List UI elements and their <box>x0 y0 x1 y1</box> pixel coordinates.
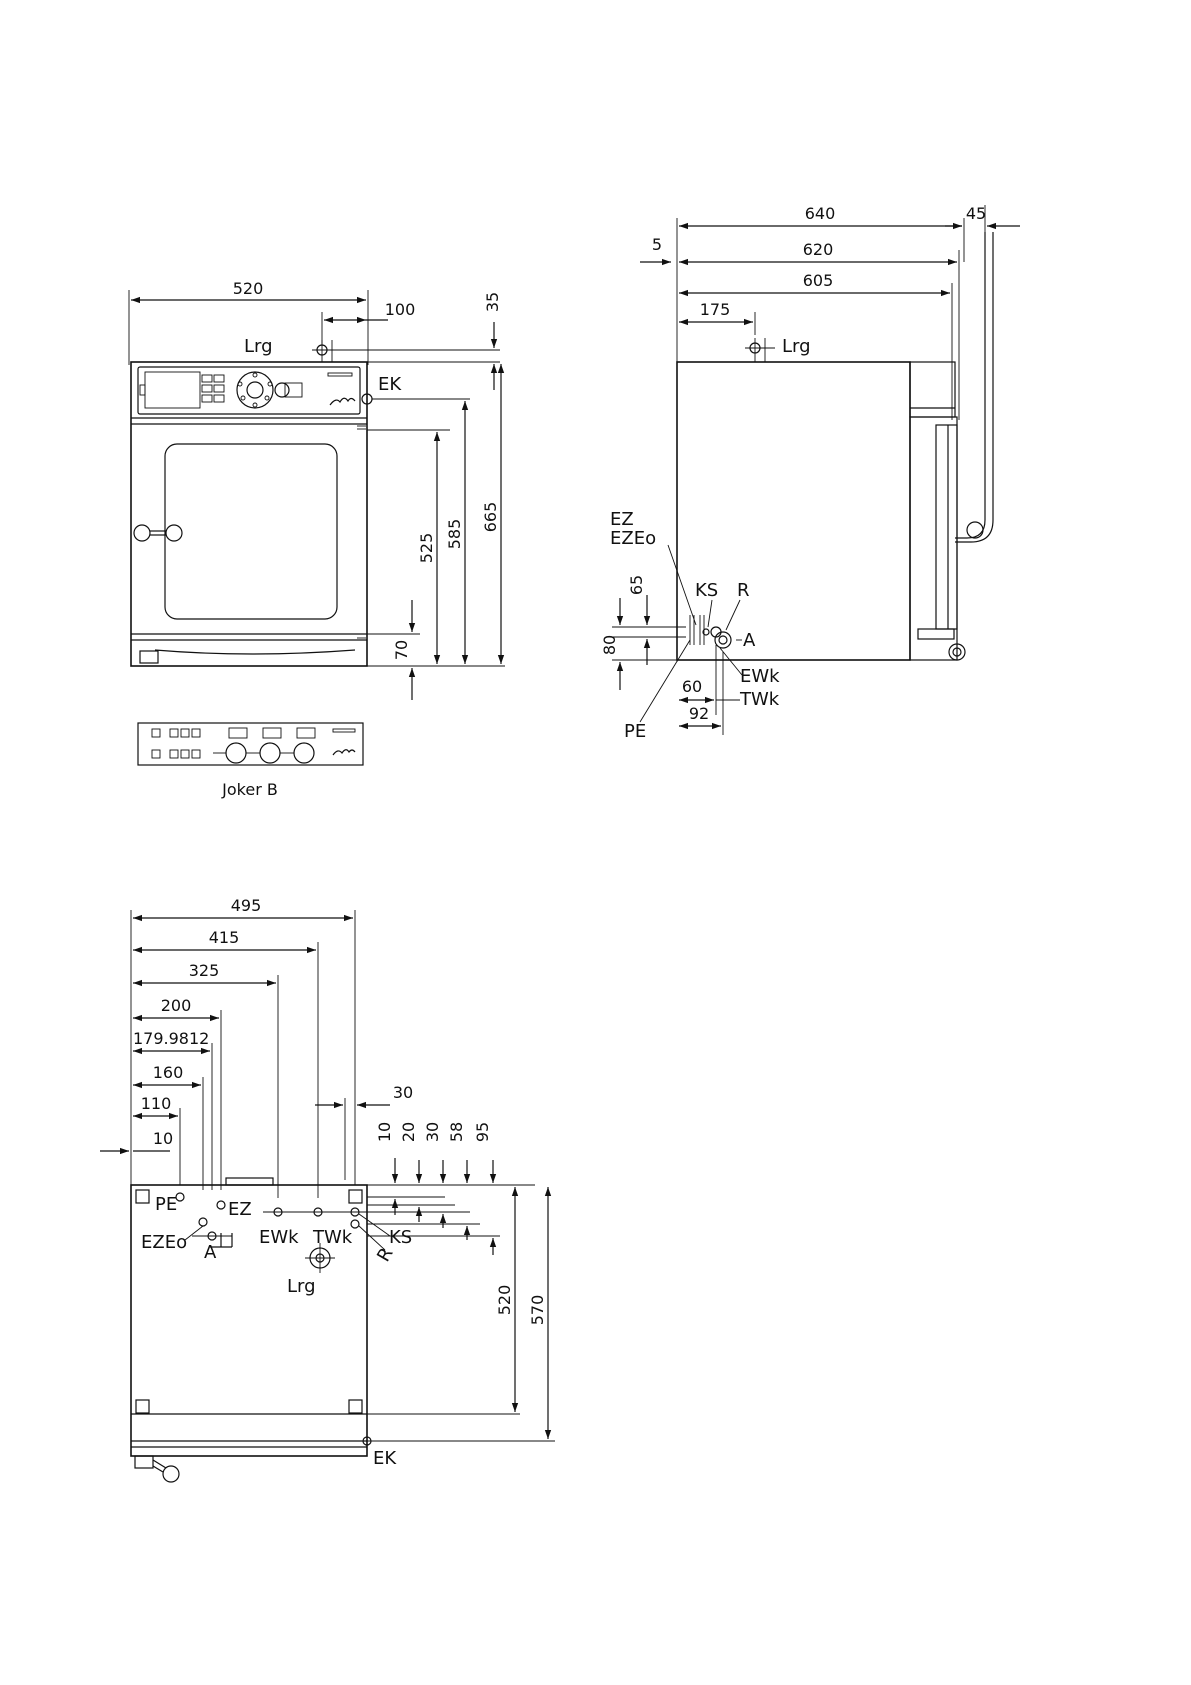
top-view: 495 415 325 200 179.9812 160 110 10 30 <box>100 896 555 1482</box>
label-a-top: A <box>204 1242 217 1263</box>
label-ek-top: EK <box>373 1448 397 1469</box>
label-lrg-top: Lrg <box>287 1276 316 1297</box>
label-ewk-side: EWk <box>740 666 780 687</box>
dim-175: 175 <box>700 300 731 319</box>
dim-179-9812: 179.9812 <box>133 1029 209 1048</box>
dim-60: 60 <box>682 677 702 696</box>
label-ks-side: KS <box>695 580 718 601</box>
label-ez-top: EZ <box>228 1199 252 1220</box>
dim-160: 160 <box>153 1063 184 1082</box>
dim-v95: 95 <box>473 1122 492 1142</box>
dim-570-depth: 570 <box>528 1295 547 1326</box>
dim-5: 5 <box>652 235 662 254</box>
exhaust-vent-lrg <box>312 340 342 362</box>
dim-depth-640: 640 <box>805 204 836 223</box>
dim-v58: 58 <box>447 1122 466 1142</box>
label-ewk-top: EWk <box>259 1227 299 1248</box>
dim-80: 80 <box>600 635 619 655</box>
dim-605: 605 <box>803 271 834 290</box>
label-r-side: R <box>737 580 750 601</box>
label-pe-side: PE <box>624 721 646 742</box>
dim-height-665: 665 <box>481 502 500 533</box>
label-ezeo-top: EZEo <box>141 1232 187 1253</box>
side-view: 640 45 5 620 605 175 Lrg <box>600 204 1020 742</box>
label-ezeo-side: EZEo <box>610 528 656 549</box>
dim-200: 200 <box>161 996 192 1015</box>
oven-door <box>134 444 337 619</box>
dim-10-left: 10 <box>153 1129 173 1148</box>
dim-65: 65 <box>627 575 646 595</box>
label-ez-side: EZ <box>610 509 634 530</box>
caption-joker-b: Joker B <box>221 780 278 799</box>
label-twk-top: TWk <box>312 1227 353 1248</box>
label-a-side: A <box>743 630 756 651</box>
label-ek: EK <box>378 374 402 395</box>
label-ks-top: KS <box>389 1227 412 1248</box>
dim-v30: 30 <box>423 1122 442 1142</box>
dim-height-585: 585 <box>445 519 464 550</box>
dim-92: 92 <box>689 704 709 723</box>
dim-height-525: 525 <box>417 533 436 564</box>
joker-b-panel <box>138 723 363 765</box>
dim-520-depth: 520 <box>495 1285 514 1316</box>
exhaust-vent-lrg-side <box>745 338 775 362</box>
dim-lrg-offset-100: 100 <box>385 300 416 319</box>
dim-v20: 20 <box>399 1122 418 1142</box>
label-pe-top: PE <box>155 1194 177 1215</box>
label-lrg-side: Lrg <box>782 336 811 357</box>
dim-495: 495 <box>231 896 262 915</box>
dim-620: 620 <box>803 240 834 259</box>
dim-415: 415 <box>209 928 240 947</box>
control-panel <box>138 367 360 414</box>
dim-bottom-70: 70 <box>392 640 411 660</box>
dim-width-520: 520 <box>233 279 264 298</box>
dim-top-35: 35 <box>483 292 502 312</box>
front-view: 520 100 Lrg 35 <box>129 279 505 799</box>
dim-45: 45 <box>966 204 986 223</box>
label-twk-side: TWk <box>739 689 780 710</box>
rear-connections <box>690 615 742 648</box>
label-lrg: Lrg <box>244 336 273 357</box>
dim-30-horizontal: 30 <box>393 1083 413 1102</box>
dim-325: 325 <box>189 961 220 980</box>
dim-v10: 10 <box>375 1122 394 1142</box>
dim-110: 110 <box>141 1094 172 1113</box>
